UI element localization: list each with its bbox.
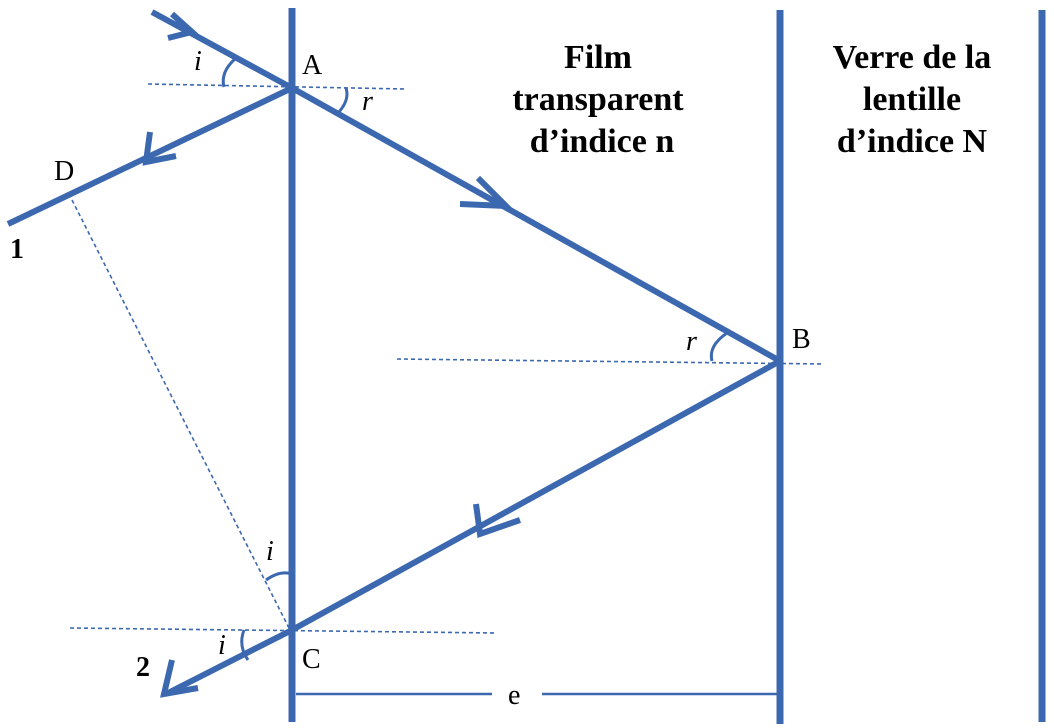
label-point-a: A	[302, 50, 323, 81]
label-angle-i-a: i	[194, 46, 202, 77]
arrowhead-ray-1	[142, 131, 177, 166]
label-point-d: D	[54, 156, 74, 187]
glass-title-line-3: d’indice N	[837, 123, 988, 160]
label-point-c: C	[302, 644, 321, 675]
angle-arc-i-at-c-top	[265, 571, 293, 582]
film-title-line-2: transparent	[512, 81, 684, 118]
label-angle-r-b: r	[686, 326, 697, 357]
incident-ray	[150, 9, 294, 91]
film-title-line-3: d’indice n	[530, 123, 675, 160]
angle-arc-i-at-c-bottom	[240, 629, 250, 661]
reflected-ray-b-c	[290, 358, 782, 633]
glass-title-line-2: lentille	[863, 81, 961, 118]
angle-arc-r-at-a	[336, 87, 349, 115]
angle-arc-i-at-a	[221, 56, 238, 88]
label-angle-i-c-top: i	[266, 536, 274, 567]
label-ray-2: 2	[136, 652, 150, 683]
glass-title-line-1: Verre de la	[833, 39, 992, 76]
arrowhead-incident	[167, 11, 199, 41]
label-thickness: e	[508, 680, 520, 711]
refracted-ray-a-b	[290, 85, 782, 364]
angle-arc-r-at-b	[709, 331, 728, 362]
label-angle-i-c-bottom: i	[218, 630, 226, 661]
emerging-ray-2	[164, 627, 294, 697]
normal-at-b	[396, 358, 825, 365]
label-ray-1: 1	[10, 234, 24, 265]
arrowhead-ray-2	[160, 659, 199, 698]
wavefront-d-c	[71, 199, 291, 631]
reflected-ray-1	[6, 85, 294, 227]
normal-at-a	[147, 83, 406, 90]
normal-at-c	[69, 627, 497, 634]
arrowhead-b-c	[473, 503, 521, 539]
label-point-b: B	[792, 324, 811, 355]
arrowhead-a-b	[459, 175, 514, 210]
film-title-line-1: Film	[564, 39, 632, 76]
label-angle-r-a: r	[362, 86, 373, 117]
